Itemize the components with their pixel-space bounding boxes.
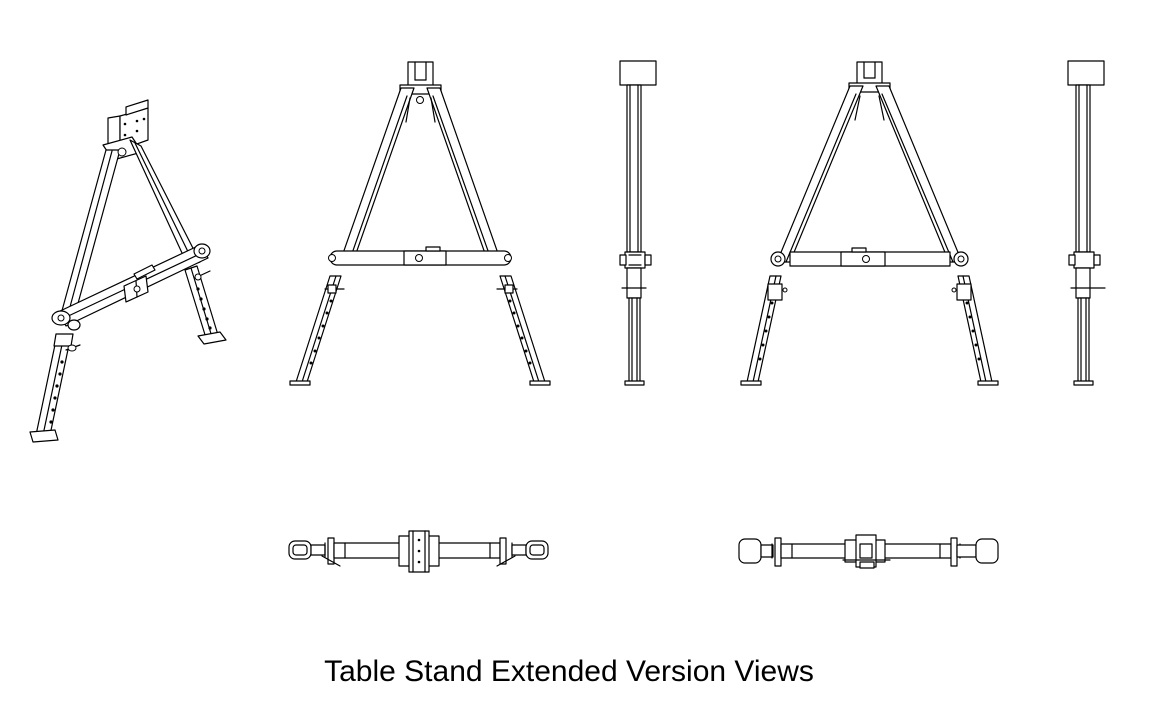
top-view-1 xyxy=(289,531,548,572)
side-view-1 xyxy=(620,61,656,385)
drawing-caption: Table Stand Extended Version Views xyxy=(324,655,814,688)
side-view-2 xyxy=(1068,61,1105,385)
front-view-1 xyxy=(290,62,550,385)
front-view-2 xyxy=(741,62,998,385)
isometric-view xyxy=(30,100,226,442)
top-view-2 xyxy=(739,535,998,568)
